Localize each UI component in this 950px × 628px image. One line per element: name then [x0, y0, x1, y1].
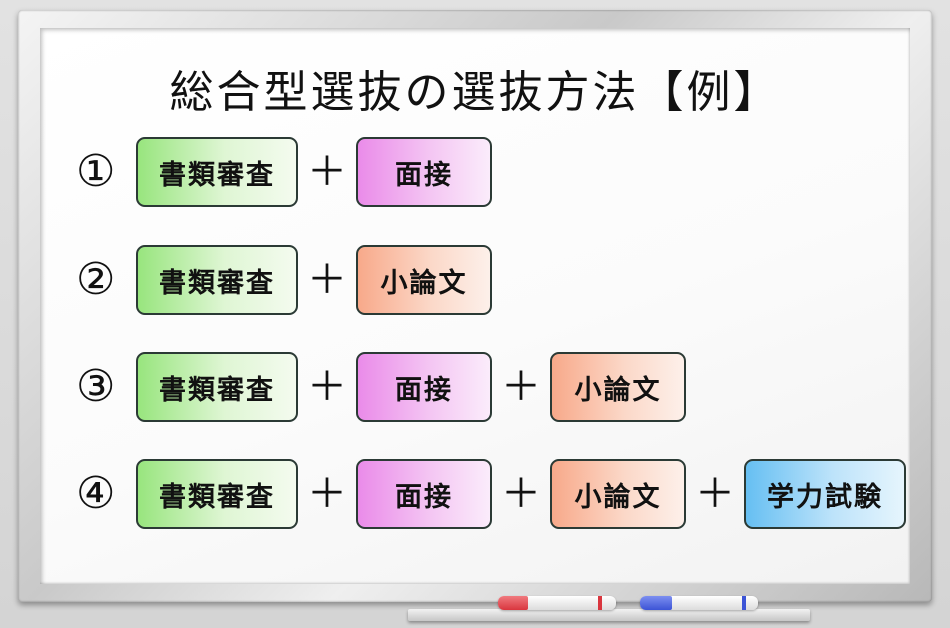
document-review-box: 書類審査	[136, 137, 298, 207]
plus-sign: ＋	[307, 149, 347, 195]
row-number: ③	[76, 361, 116, 412]
method-row-1: ① 書類審査 ＋ 面接	[76, 136, 492, 208]
method-row-4: ④ 書類審査 ＋ 面接 ＋ 小論文 ＋ 学力試験	[76, 458, 906, 530]
plus-sign: ＋	[307, 364, 347, 410]
interview-box: 面接	[356, 352, 492, 422]
method-row-3: ③ 書類審査 ＋ 面接 ＋ 小論文	[76, 351, 686, 423]
method-row-2: ② 書類審査 ＋ 小論文	[76, 244, 492, 316]
whiteboard-surface: 総合型選抜の選抜方法【例】 ① 書類審査 ＋ 面接 ② 書類審査 ＋ 小論文 ③…	[40, 28, 910, 584]
plus-sign: ＋	[501, 364, 541, 410]
marker-tray	[408, 609, 810, 621]
blue-marker-band	[742, 596, 746, 610]
essay-box: 小論文	[550, 459, 686, 529]
row-number: ④	[76, 468, 116, 519]
document-review-box: 書類審査	[136, 459, 298, 529]
plus-sign: ＋	[307, 471, 347, 517]
plus-sign: ＋	[501, 471, 541, 517]
academic-test-box: 学力試験	[744, 459, 906, 529]
interview-box: 面接	[356, 137, 492, 207]
blue-marker	[640, 596, 758, 610]
essay-box: 小論文	[356, 245, 492, 315]
essay-box: 小論文	[550, 352, 686, 422]
plus-sign: ＋	[307, 257, 347, 303]
document-review-box: 書類審査	[136, 245, 298, 315]
blue-marker-cap	[640, 596, 672, 610]
red-marker	[498, 596, 616, 610]
interview-box: 面接	[356, 459, 492, 529]
red-marker-band	[598, 596, 602, 610]
row-number: ①	[76, 146, 116, 197]
whiteboard-frame: 総合型選抜の選抜方法【例】 ① 書類審査 ＋ 面接 ② 書類審査 ＋ 小論文 ③…	[18, 10, 932, 602]
document-review-box: 書類審査	[136, 352, 298, 422]
plus-sign: ＋	[695, 471, 735, 517]
red-marker-cap	[498, 596, 528, 610]
row-number: ②	[76, 254, 116, 305]
board-title: 総合型選抜の選抜方法【例】	[169, 67, 781, 118]
